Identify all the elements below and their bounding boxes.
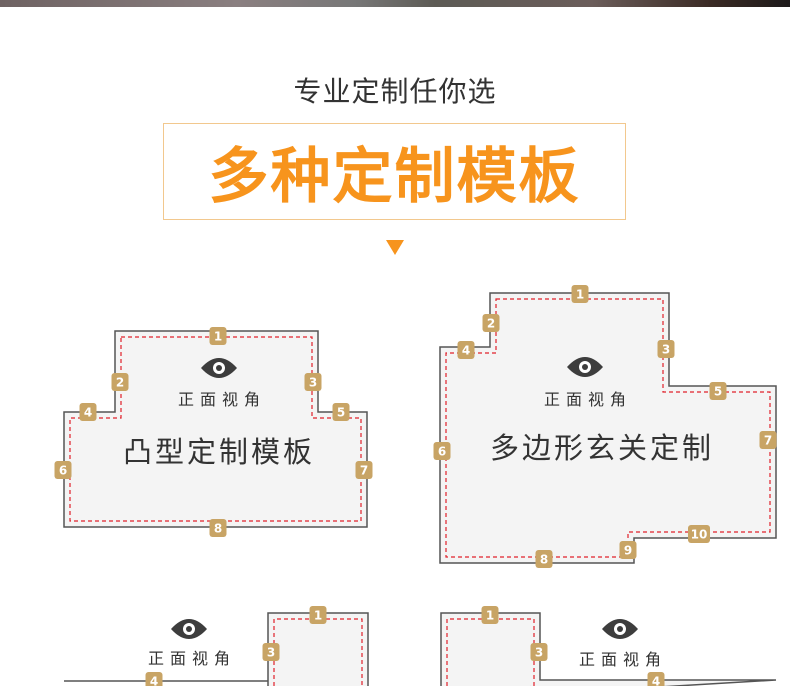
edge-number-badge: 6 xyxy=(54,461,72,479)
svg-text:2: 2 xyxy=(116,376,124,390)
section-subtitle: 专业定制任你选 xyxy=(293,75,497,108)
edge-number-badge: 7 xyxy=(355,461,373,479)
edge-number-badge: 8 xyxy=(209,519,227,537)
svg-text:7: 7 xyxy=(360,464,368,478)
svg-text:8: 8 xyxy=(540,553,548,567)
svg-text:8: 8 xyxy=(214,522,222,536)
edge-number-badge: 6 xyxy=(433,442,451,460)
svg-text:6: 6 xyxy=(438,445,446,459)
edge-number-badge: 10 xyxy=(688,525,710,543)
edge-number-badge: 5 xyxy=(332,403,350,421)
eye-icon xyxy=(171,619,207,639)
view-label: 正面视角 xyxy=(148,649,236,668)
edge-number-badge: 4 xyxy=(79,403,97,421)
edge-number-badge: 2 xyxy=(111,373,129,391)
edge-number-badge: 1 xyxy=(209,327,227,345)
edge-number-badge: 7 xyxy=(759,431,777,449)
svg-text:4: 4 xyxy=(150,675,158,686)
shape-outline xyxy=(439,292,777,564)
template-shape-3: 正面视角 1 3 4 xyxy=(64,606,369,686)
edge-number-badge: 1 xyxy=(309,606,327,624)
svg-text:6: 6 xyxy=(59,464,67,478)
product-photo-edge xyxy=(0,0,790,7)
svg-text:7: 7 xyxy=(764,434,772,448)
svg-text:4: 4 xyxy=(652,675,660,686)
view-label: 正面视角 xyxy=(579,650,667,669)
svg-text:1: 1 xyxy=(486,609,494,623)
svg-text:1: 1 xyxy=(314,609,322,623)
svg-text:3: 3 xyxy=(267,646,275,660)
svg-text:5: 5 xyxy=(714,385,722,399)
svg-text:4: 4 xyxy=(84,406,92,420)
template-name: 多边形玄关定制 xyxy=(490,431,714,465)
edge-number-badge: 4 xyxy=(457,341,475,359)
section-title: 多种定制模板 xyxy=(208,142,581,212)
svg-text:9: 9 xyxy=(624,544,632,558)
shape-outline xyxy=(63,330,368,528)
eye-icon xyxy=(201,358,237,378)
svg-text:3: 3 xyxy=(662,343,670,357)
section-title-box: 多种定制模板 xyxy=(163,123,626,220)
cut-line xyxy=(446,618,535,686)
shape-outline xyxy=(267,612,369,686)
eye-icon xyxy=(602,619,638,639)
view-label: 正面视角 xyxy=(544,390,632,409)
cut-line xyxy=(69,336,362,522)
eye-icon xyxy=(567,357,603,377)
svg-text:3: 3 xyxy=(309,376,317,390)
down-arrow-icon xyxy=(386,240,404,255)
edge-number-badge: 3 xyxy=(657,340,675,358)
svg-text:3: 3 xyxy=(535,646,543,660)
edge-number-badge: 3 xyxy=(530,643,548,661)
edge-number-badge: 1 xyxy=(571,285,589,303)
edge-number-badge: 8 xyxy=(535,550,553,568)
svg-text:1: 1 xyxy=(576,288,584,302)
edge-number-badge: 4 xyxy=(647,672,665,686)
edge-number-badge: 5 xyxy=(709,382,727,400)
template-name: 凸型定制模板 xyxy=(123,435,315,469)
svg-text:10: 10 xyxy=(691,528,708,542)
edge-number-badge: 3 xyxy=(304,373,322,391)
svg-text:4: 4 xyxy=(462,344,470,358)
edge-number-badge: 9 xyxy=(619,541,637,559)
svg-text:1: 1 xyxy=(214,330,222,344)
template-shape-4: 正面视角 1 3 4 xyxy=(440,606,777,686)
svg-text:5: 5 xyxy=(337,406,345,420)
edge-number-badge: 3 xyxy=(262,643,280,661)
view-label: 正面视角 xyxy=(178,390,266,409)
edge-number-badge: 4 xyxy=(145,672,163,686)
cut-line xyxy=(273,618,363,686)
edge-number-badge: 2 xyxy=(482,314,500,332)
svg-text:2: 2 xyxy=(487,317,495,331)
edge-number-badge: 1 xyxy=(481,606,499,624)
